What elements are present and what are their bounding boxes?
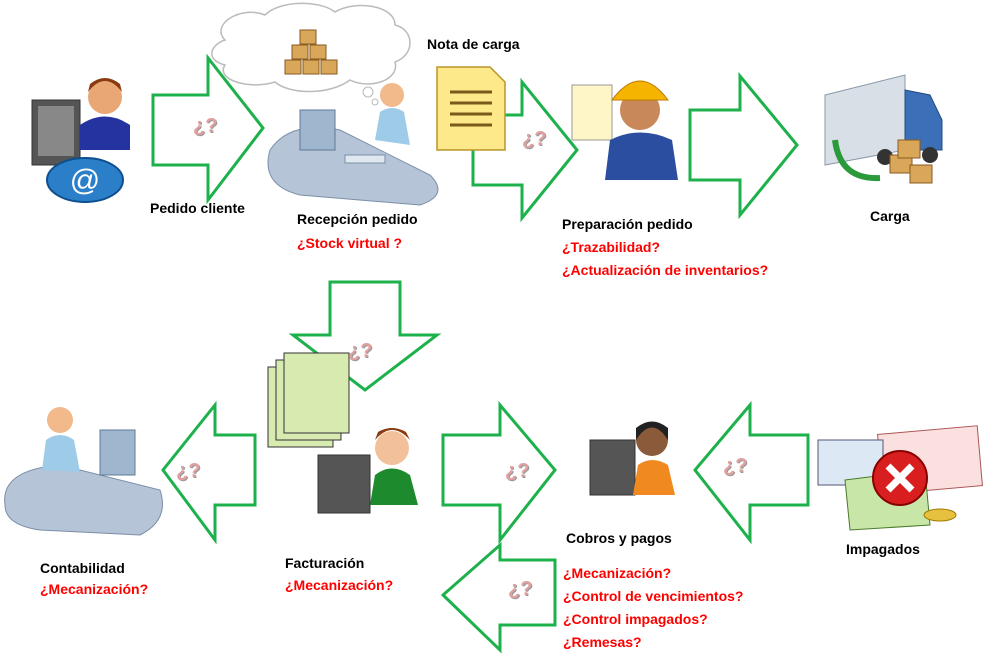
arrow-impagados-to-cobros bbox=[693, 400, 810, 545]
arrow-facturacion-to-contabilidad bbox=[161, 400, 257, 545]
label-carga: Carga bbox=[870, 208, 910, 224]
question-inventarios: ¿Actualización de inventarios? bbox=[562, 262, 769, 278]
label-cobros-pagos: Cobros y pagos bbox=[566, 530, 672, 546]
truck-icon bbox=[824, 74, 943, 184]
question-stock-virtual: ¿Stock virtual ? bbox=[297, 235, 403, 251]
label-recepcion-pedido: Recepción pedido bbox=[297, 211, 418, 227]
question-impagados: ¿Control impagados? bbox=[563, 611, 708, 627]
question-remesas: ¿Remesas? bbox=[563, 634, 642, 650]
question-vencimientos: ¿Control de vencimientos? bbox=[563, 588, 744, 604]
reception-desk-icon bbox=[267, 83, 439, 206]
unknown-mark: ¿? bbox=[723, 455, 748, 477]
unknown-mark: ¿? bbox=[522, 128, 547, 150]
label-impagados: Impagados bbox=[846, 541, 920, 557]
unknown-mark: ¿? bbox=[508, 578, 533, 600]
question-cobros-mecanizacion: ¿Mecanización? bbox=[563, 565, 672, 581]
label-contabilidad: Contabilidad bbox=[40, 560, 125, 576]
question-trazabilidad: ¿Trazabilidad? bbox=[562, 239, 661, 255]
unpaid-icon bbox=[817, 425, 983, 531]
label-facturacion: Facturación bbox=[285, 555, 365, 571]
label-nota-carga: Nota de carga bbox=[427, 36, 520, 52]
client-email-icon: @ bbox=[31, 78, 130, 203]
label-preparacion-pedido: Preparación pedido bbox=[562, 216, 693, 232]
question-contabilidad-mecanizacion: ¿Mecanización? bbox=[40, 581, 149, 597]
arrow-nota-to-preparacion bbox=[471, 77, 579, 223]
warehouse-worker-icon bbox=[571, 80, 678, 180]
unknown-mark: ¿? bbox=[505, 460, 530, 482]
question-facturacion-mecanizacion: ¿Mecanización? bbox=[285, 577, 394, 593]
unknown-mark: ¿? bbox=[348, 340, 373, 362]
arrow-pedido-to-recepcion bbox=[151, 53, 265, 205]
arrow-down-to-facturacion bbox=[288, 280, 442, 392]
boxes-icon bbox=[284, 29, 338, 75]
accounting-desk-icon bbox=[4, 407, 163, 536]
arrow-cobros-return bbox=[440, 541, 557, 654]
invoicing-icon bbox=[267, 352, 418, 514]
document-icon bbox=[436, 66, 506, 151]
payments-clerk-icon bbox=[589, 421, 675, 496]
unknown-mark: ¿? bbox=[193, 115, 218, 137]
unknown-mark: ¿? bbox=[176, 460, 201, 482]
svg-text:@: @ bbox=[70, 164, 100, 197]
arrow-facturacion-to-cobros bbox=[441, 400, 557, 545]
arrow-preparacion-to-carga bbox=[688, 71, 799, 220]
label-pedido-cliente: Pedido cliente bbox=[150, 200, 245, 216]
